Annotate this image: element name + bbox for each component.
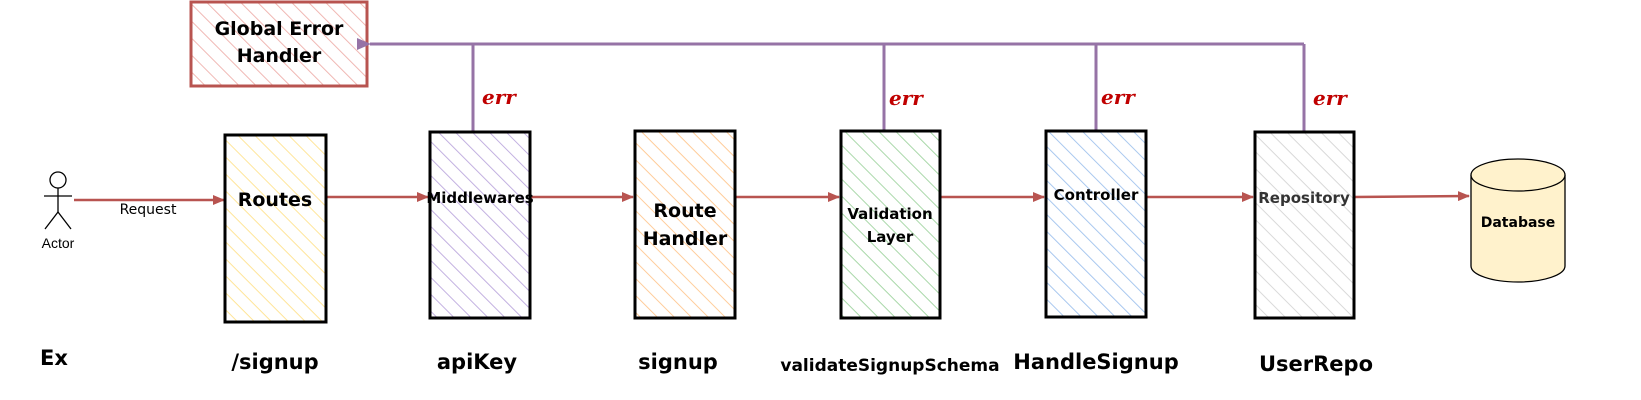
component-middlewares: Middlewares — [426, 130, 534, 320]
example-prefix: Ex — [40, 346, 68, 370]
validation-layer-label-1: Validation — [847, 205, 932, 223]
actor-icon — [44, 171, 72, 230]
validation-layer-label-2: Layer — [867, 228, 914, 246]
err-label-controller: err — [1101, 85, 1136, 109]
repository-label: Repository — [1258, 189, 1350, 207]
component-controller: Controller — [1044, 129, 1148, 319]
example-controller: HandleSignup — [1013, 350, 1178, 374]
example-validation-layer: validateSignupSchema — [780, 356, 999, 376]
middlewares-label: Middlewares — [426, 189, 533, 207]
controller-label: Controller — [1054, 186, 1139, 204]
example-route-handler: signup — [638, 350, 718, 374]
global-error-handler-label-2: Handler — [237, 45, 322, 67]
arrow-repository-to-database — [1353, 191, 1470, 202]
component-repository: Repository — [1253, 130, 1356, 320]
global-error-handler-label-1: Global Error — [215, 18, 344, 40]
flow-arrows — [326, 191, 1470, 202]
component-routes: Routes — [223, 133, 328, 324]
route-handler-label-2: Handler — [643, 228, 728, 250]
actor-label: Actor — [42, 235, 75, 251]
route-handler-label-1: Route — [653, 200, 716, 222]
component-route-handler: Route Handler — [633, 129, 737, 320]
example-repository: UserRepo — [1259, 352, 1373, 376]
example-routes: /signup — [231, 350, 318, 374]
database-icon — [1470, 158, 1566, 283]
err-label-repository: err — [1313, 86, 1348, 110]
error-bus — [357, 38, 1306, 132]
database-label: Database — [1481, 215, 1556, 231]
global-error-handler: Global Error Handler — [189, 0, 369, 88]
component-validation-layer: Validation Layer — [839, 129, 942, 320]
example-middlewares: apiKey — [437, 350, 518, 374]
err-label-middlewares: err — [482, 85, 517, 109]
routes-label: Routes — [238, 189, 313, 211]
err-label-validation: err — [889, 86, 924, 110]
request-label: Request — [120, 202, 177, 218]
